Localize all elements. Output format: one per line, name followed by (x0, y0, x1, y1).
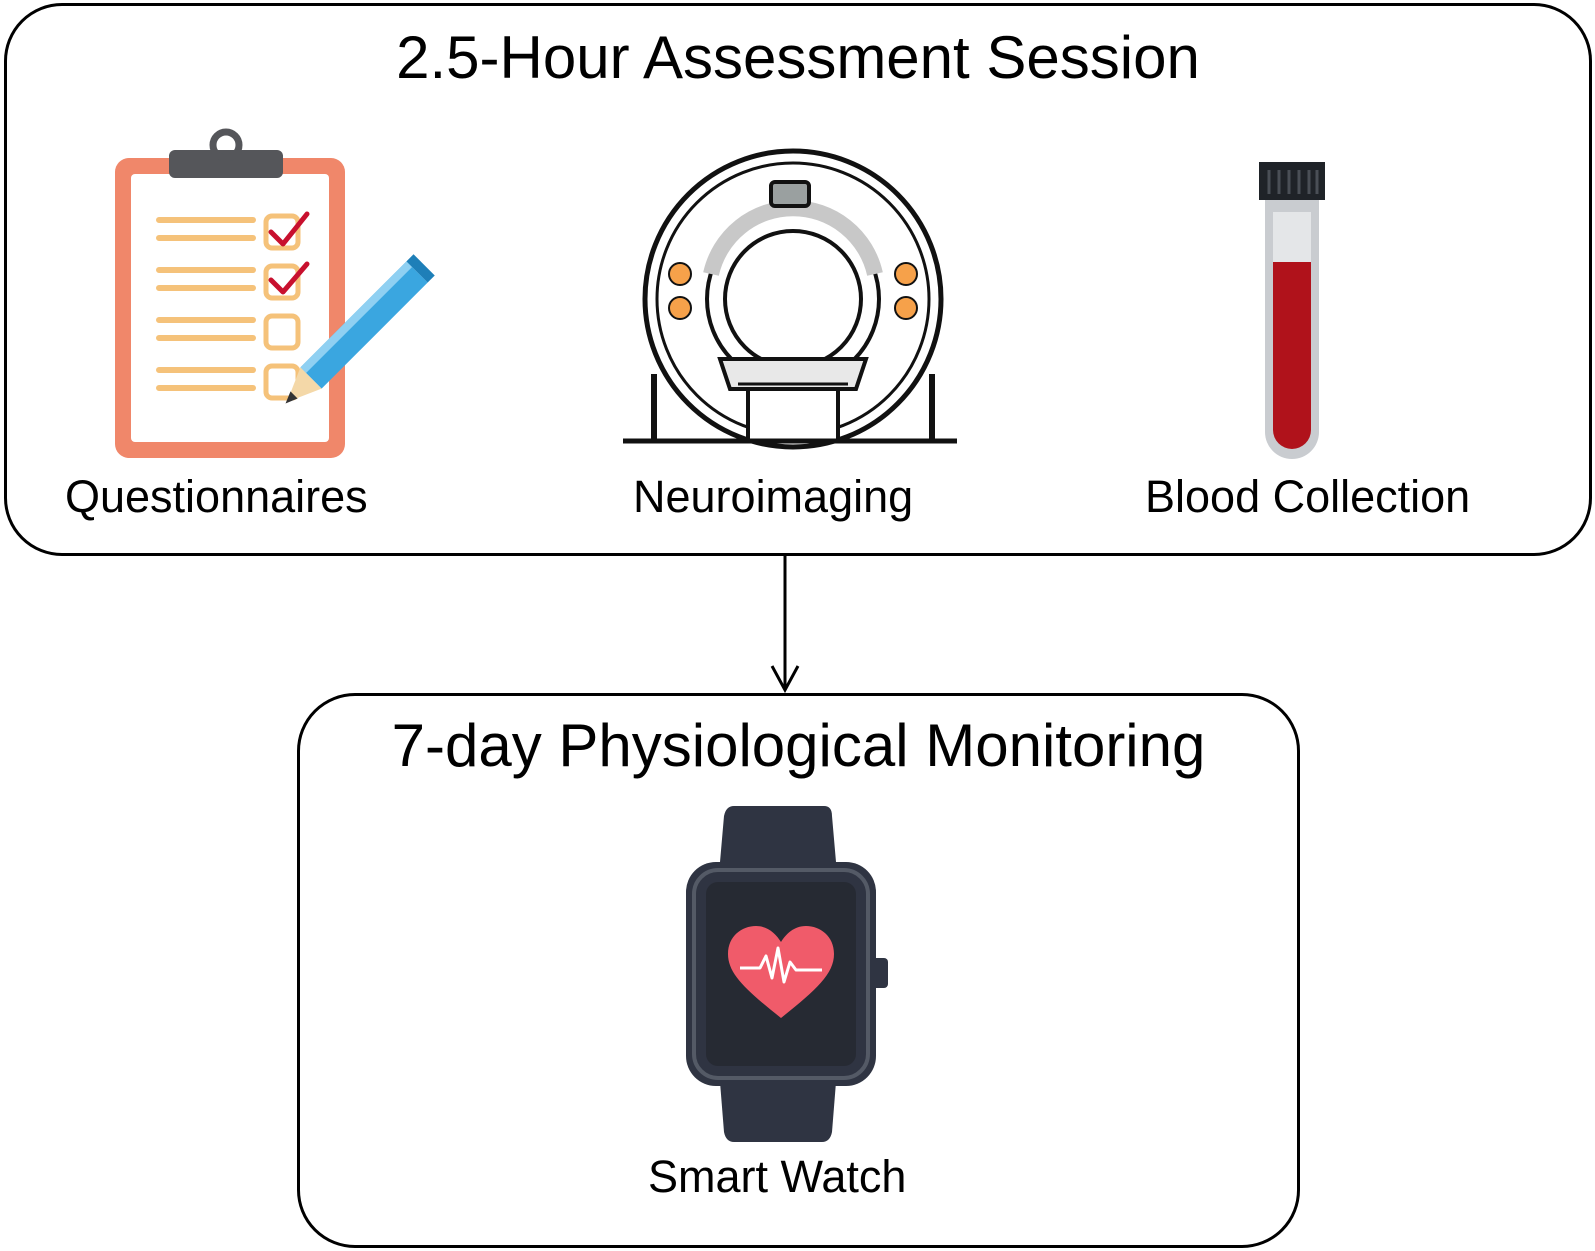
smart-watch-label: Smart Watch (648, 1151, 907, 1202)
neuroimaging-label: Neuroimaging (633, 471, 914, 522)
flow-arrow (770, 556, 800, 694)
session-title: 2.5-Hour Assessment Session (396, 24, 1200, 91)
physiological-monitoring-box: 7-day Physiological Monitoring Smart Wat… (297, 693, 1300, 1248)
mri-scanner-icon (623, 148, 957, 450)
blood-collection-label: Blood Collection (1145, 471, 1471, 522)
assessment-session-box: 2.5-Hour Assessment Session (4, 3, 1592, 556)
blood-tube-icon (1259, 162, 1325, 459)
questionnaires-label: Questionnaires (65, 471, 368, 522)
monitoring-title: 7-day Physiological Monitoring (391, 712, 1206, 779)
smartwatch-icon (686, 806, 888, 1142)
clipboard-checklist-icon (115, 128, 435, 458)
